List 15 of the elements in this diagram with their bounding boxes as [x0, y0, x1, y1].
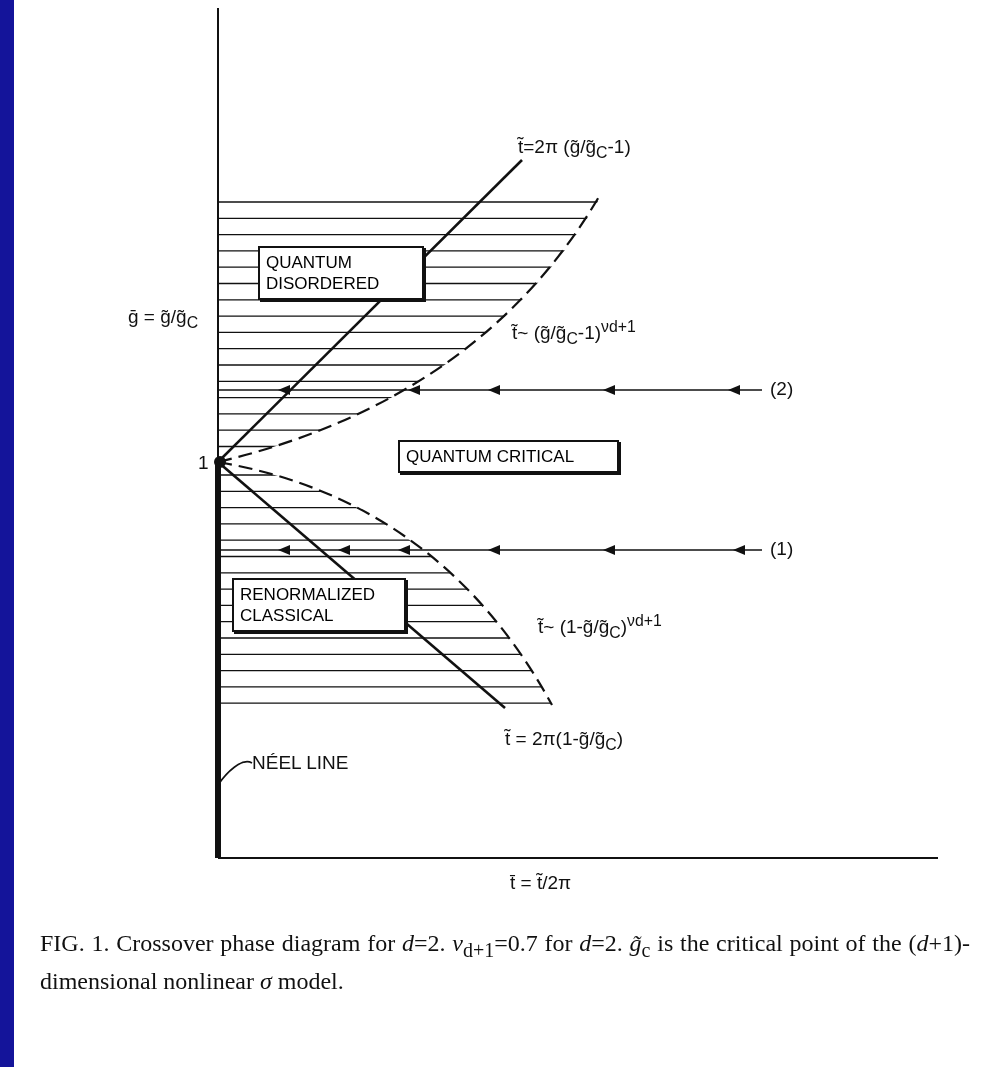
figure-caption: FIG. 1. Crossover phase diagram for d=2. ν$_{d+1}$=0.7 for d=2. g̃$_{c}$ is the critical point of the (d+1)-dimensional nonlinear σ model.: [40, 929, 970, 996]
curve-formula: t̃ = 2π(1-g̃/g̃$_{C}$): [505, 728, 623, 754]
axis-tick-label: 1: [198, 452, 209, 474]
curve-formula: t̃~ (g̃/g̃$_{C}$-1)$^{νd+1}$: [512, 318, 636, 349]
curve-formula: t̃=2π (g̃/g̃$_{C}$-1): [518, 136, 631, 162]
trajectory-number: (1): [770, 538, 794, 560]
trajectory-number: (2): [770, 378, 794, 400]
axis-title: t̄ = t̃/2π: [510, 872, 572, 894]
region-label-box: RENORMALIZED CLASSICAL: [232, 578, 406, 632]
line-name: NÉEL LINE: [252, 752, 349, 774]
neel-line: [215, 464, 221, 858]
region-label-box: QUANTUM CRITICAL: [398, 440, 619, 473]
axis-title: ḡ = g̃/g̃$_{C}$: [128, 306, 199, 332]
region-label-box: QUANTUM DISORDERED: [258, 246, 424, 300]
curve-formula: t̃~ (1-g̃/g̃$_{C}$)$^{νd+1}$: [538, 612, 662, 643]
